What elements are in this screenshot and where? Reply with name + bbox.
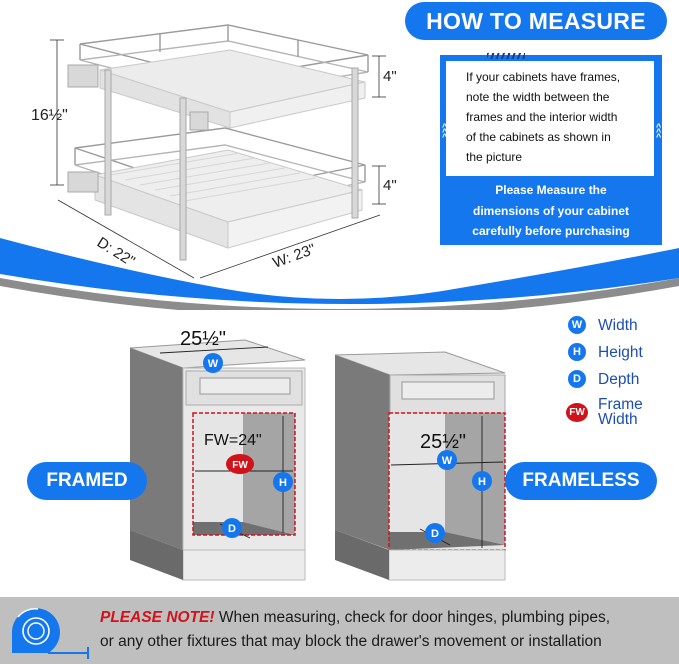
framed-label: FRAMED bbox=[27, 462, 147, 500]
width-badge-icon: W bbox=[568, 316, 586, 334]
bottom-basket-height: 4" bbox=[383, 177, 397, 194]
framed-depth-badge-icon: D bbox=[228, 523, 236, 535]
framed-frame-width-value: FW=24" bbox=[204, 432, 262, 449]
depth-badge-icon: D bbox=[568, 370, 586, 388]
frame-width-badge-icon: FW bbox=[566, 402, 588, 422]
please-note-warning: PLEASE NOTE! bbox=[100, 609, 215, 626]
legend-item-frame-width: FW Frame Width bbox=[566, 397, 643, 427]
frameless-depth-badge-icon: D bbox=[431, 528, 439, 540]
tape-measure-icon bbox=[12, 608, 89, 659]
chevron-decoration-icon: ^^^ bbox=[656, 122, 662, 142]
framed-cabinet bbox=[129, 339, 306, 581]
measure-instructions: If your cabinets have frames, note the w… bbox=[446, 61, 654, 176]
legend: W Width H Height D Depth FW Frame Width bbox=[566, 316, 643, 436]
legend-item-depth: D Depth bbox=[568, 370, 643, 388]
framed-width-value: 25½" bbox=[180, 328, 226, 350]
chevron-decoration-icon: ^^^ bbox=[442, 122, 448, 142]
framed-height-badge-icon: H bbox=[279, 477, 287, 489]
legend-item-height: H Height bbox=[568, 343, 643, 361]
top-basket-height: 4" bbox=[383, 68, 397, 85]
cabinet-illustrations: 25½" FW=24" W FW H D 25½" W H D bbox=[129, 328, 506, 581]
frameless-width-badge-icon: W bbox=[442, 455, 453, 467]
blue-wave-divider bbox=[0, 238, 679, 310]
frameless-label: FRAMELESS bbox=[505, 462, 657, 500]
how-to-measure-title: HOW TO MEASURE bbox=[405, 2, 667, 40]
pull-out-drawer-illustration: 16½" 4" 4" D: 22" W: 23" bbox=[31, 24, 397, 279]
frameless-cabinet bbox=[334, 351, 506, 581]
legend-item-width: W Width bbox=[568, 316, 643, 334]
framed-width-badge-icon: W bbox=[208, 358, 219, 370]
please-note-text: PLEASE NOTE! When measuring, check for d… bbox=[100, 609, 611, 650]
height-badge-icon: H bbox=[568, 343, 586, 361]
framed-frame-width-badge-icon: FW bbox=[232, 460, 248, 471]
frameless-height-badge-icon: H bbox=[478, 476, 486, 488]
note-bar bbox=[0, 597, 679, 664]
decorative-hatch bbox=[487, 53, 525, 59]
height-dimension: 16½" bbox=[31, 107, 68, 124]
frameless-width-value: 25½" bbox=[420, 431, 466, 453]
measure-reminder: Please Measure the dimensions of your ca… bbox=[472, 183, 630, 238]
